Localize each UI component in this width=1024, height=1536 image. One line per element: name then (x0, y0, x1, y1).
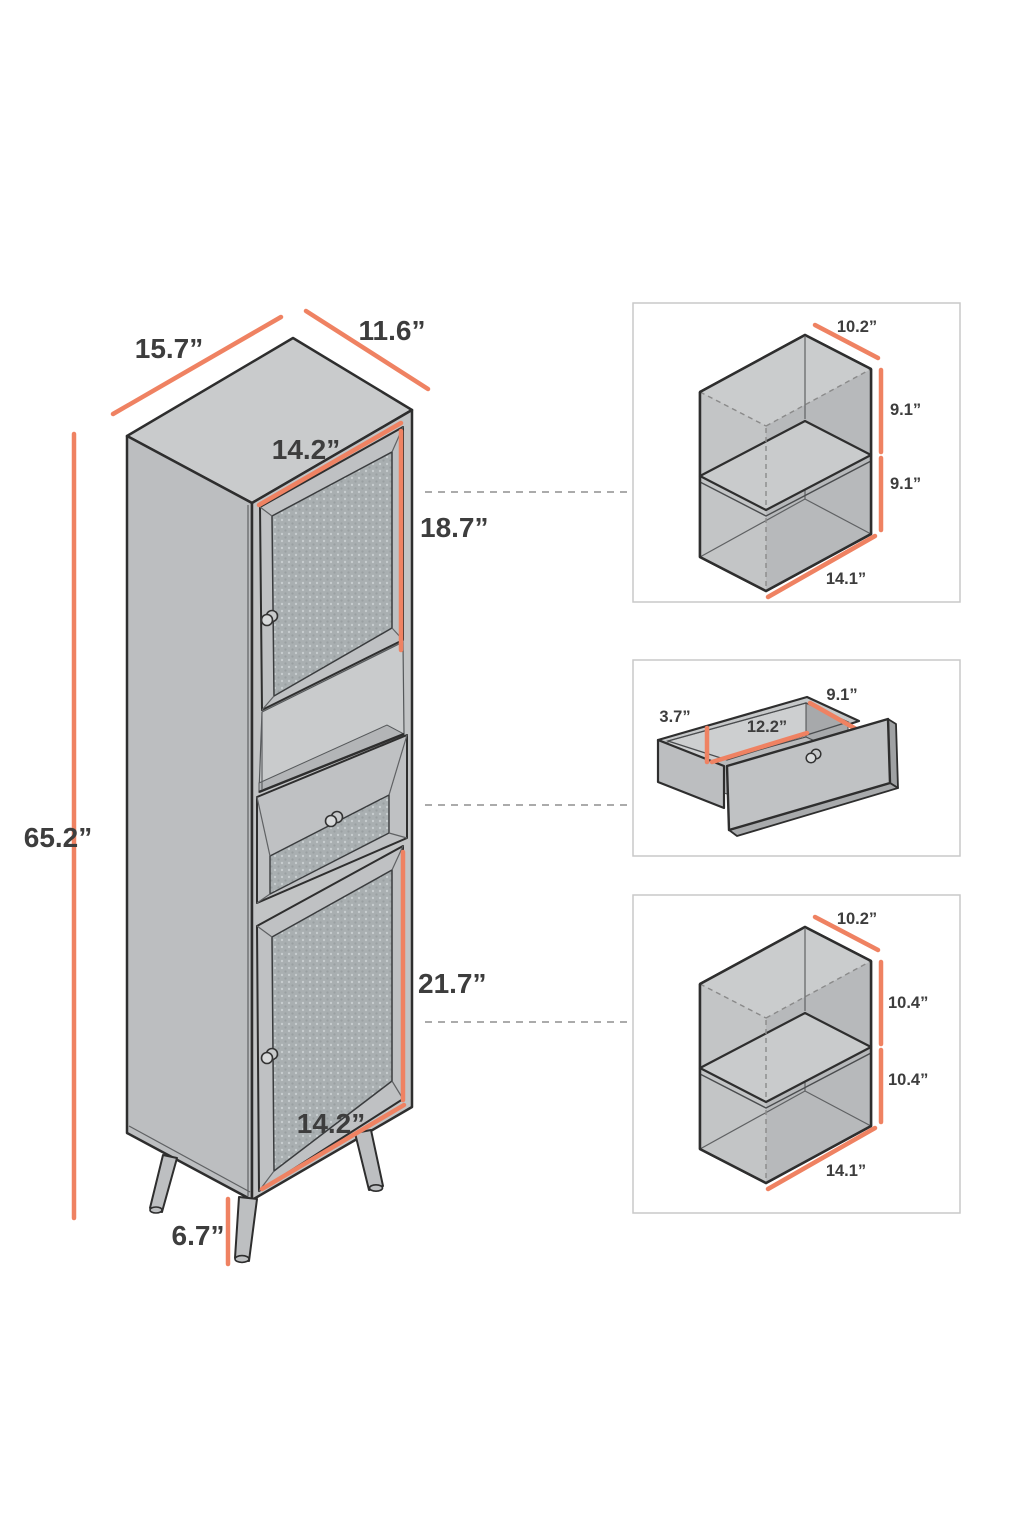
label-upper-comp-height-lower: 9.1” (890, 475, 921, 493)
label-lower-comp-height-upper: 10.4” (888, 994, 928, 1012)
label-upper-comp-width-top: 10.2” (837, 318, 877, 336)
detail-panel-lower-compartment: 10.2” 10.4” 10.4” 14.1” (127, 894, 961, 1214)
leg-front-left (234, 1196, 258, 1262)
cabinet-side-face (125, 434, 254, 1202)
label-drawer-width: 9.1” (826, 686, 857, 704)
label-drawer-height: 3.7” (659, 708, 690, 726)
label-lower-comp-width-top: 10.2” (837, 910, 877, 928)
drawer-detail-illustration (656, 695, 899, 837)
leg-front-right (354, 1129, 384, 1191)
cabinet-legs (149, 1129, 384, 1264)
drawer-front (256, 734, 408, 904)
detail-panel-upper-compartment: 10.2” 9.1” 9.1” 14.1” (127, 302, 961, 603)
label-lower-comp-height-lower: 10.4” (888, 1071, 928, 1089)
label-upper-door-height: 18.7” (420, 512, 489, 543)
label-lower-door-height: 21.7” (418, 968, 487, 999)
connector-lines (425, 491, 631, 1023)
label-upper-comp-width-bottom: 14.1” (826, 570, 866, 588)
label-cabinet-depth: 11.6” (359, 315, 426, 346)
lower-door (256, 845, 404, 1192)
label-door-width-bottom: 14.2” (297, 1108, 366, 1139)
drawer-detail-front-panel (725, 717, 892, 832)
label-drawer-length: 12.2” (747, 718, 787, 736)
open-compartment (258, 641, 406, 794)
label-upper-comp-height-upper: 9.1” (890, 401, 921, 419)
label-cabinet-width: 15.7” (135, 333, 204, 364)
cabinet-dimensions: 15.7” 11.6” 14.2” 18.7” 65.2” 21.7” 14.2… (24, 308, 489, 1267)
label-lower-comp-width-bottom: 14.1” (826, 1162, 866, 1180)
leg-back-left (149, 1154, 178, 1213)
label-cabinet-height: 65.2” (24, 822, 93, 853)
label-leg-height: 6.7” (172, 1220, 225, 1251)
label-door-width-top: 14.2” (272, 434, 341, 465)
detail-panel-drawer: 3.7” 12.2” 9.1” (632, 659, 961, 857)
